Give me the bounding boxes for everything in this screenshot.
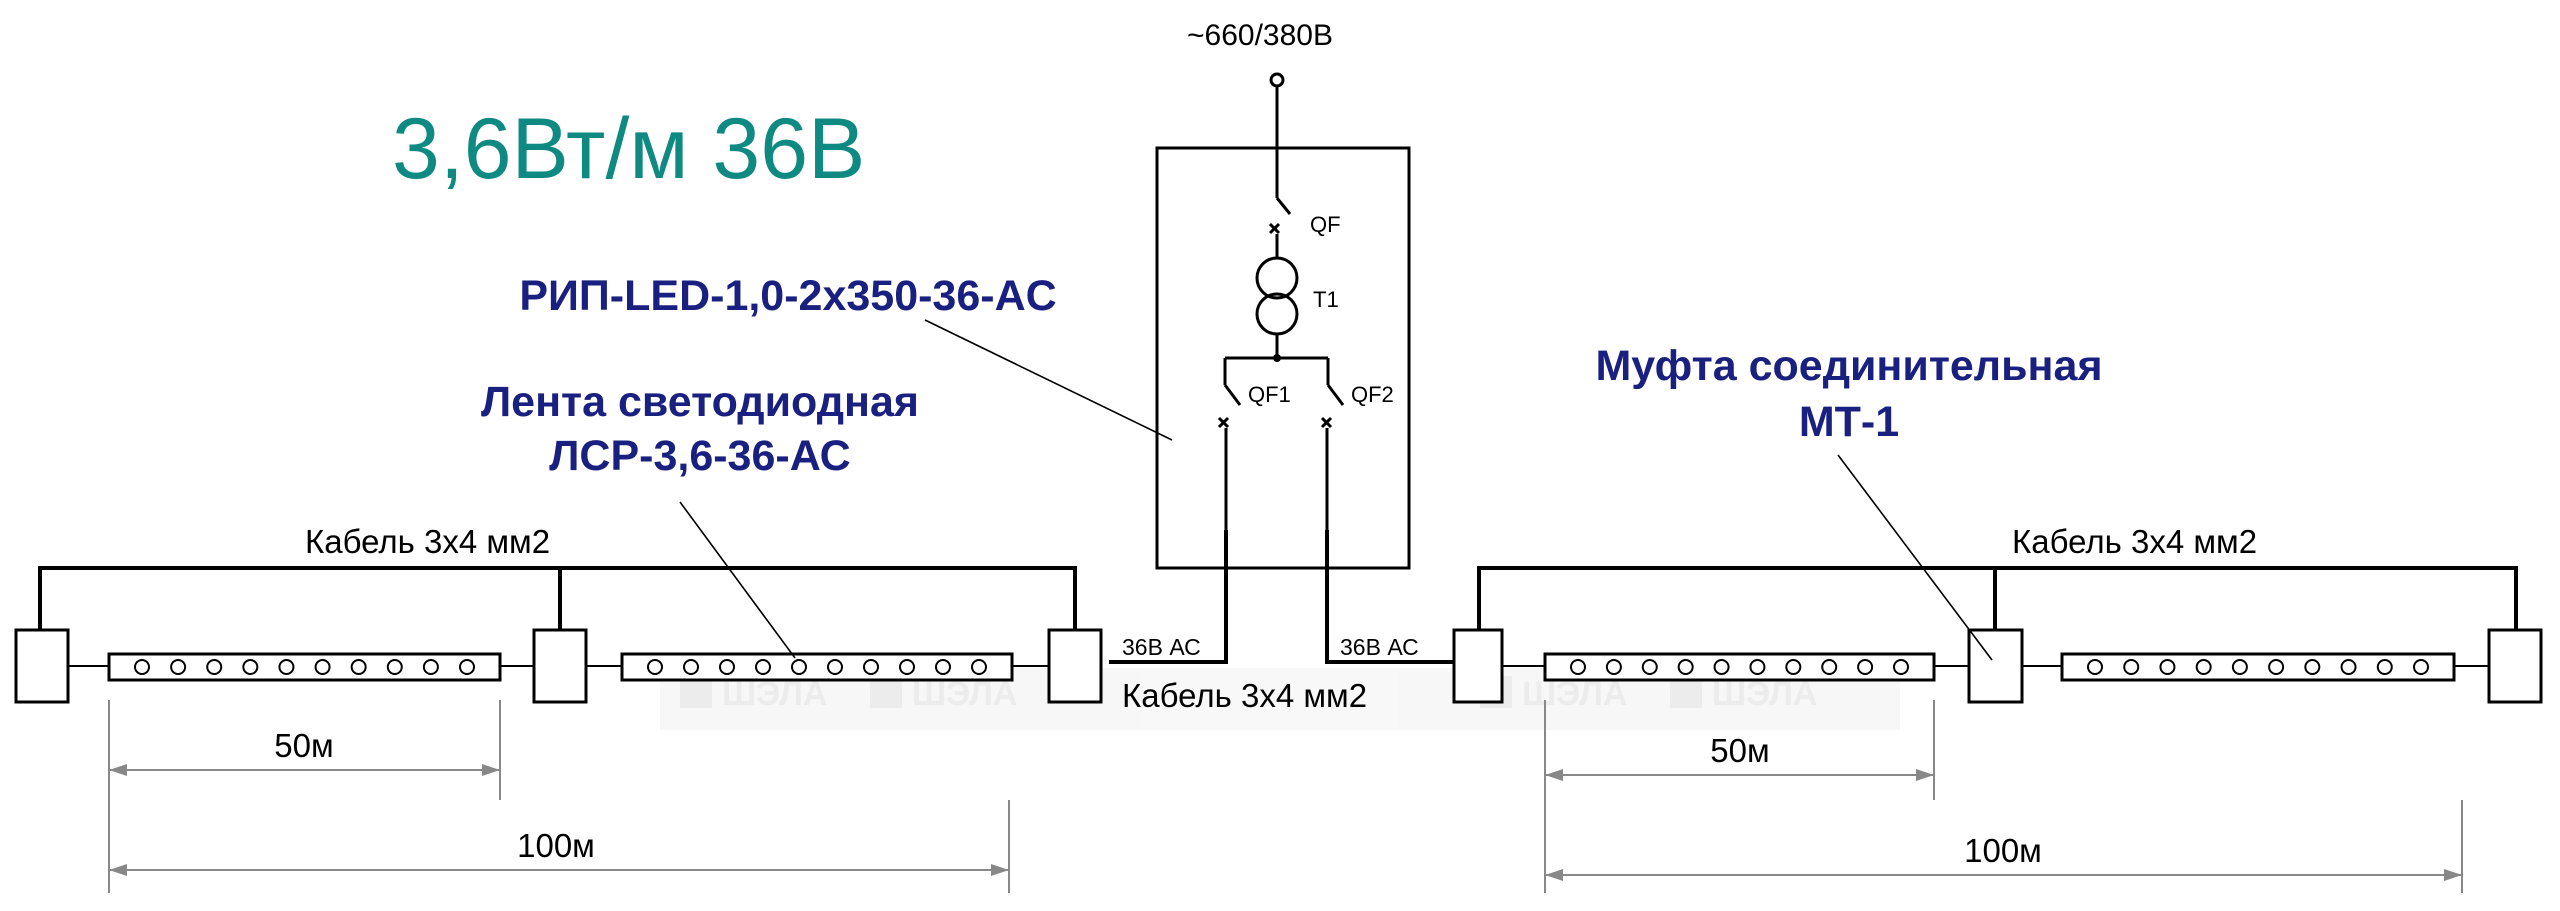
led-diode — [2087, 659, 2103, 675]
led-diode — [350, 659, 367, 675]
center-cable-label: Кабель 3x4 мм2 — [1122, 677, 1367, 714]
led-diode — [899, 659, 915, 675]
led-diode — [206, 659, 223, 675]
left-bus-cable-label: Кабель 3x4 мм2 — [305, 523, 550, 560]
led-diode — [459, 659, 475, 675]
coupler-label-line2: МТ-1 — [1799, 398, 1899, 446]
branch-breaker-2-label: QF2 — [1351, 382, 1394, 407]
led-diode — [2195, 659, 2212, 675]
led-diode — [2231, 659, 2248, 675]
led-strip — [107, 652, 502, 682]
feed-box-left — [1047, 628, 1103, 704]
end-box — [14, 628, 70, 704]
led-diode — [2413, 659, 2429, 675]
led-diode — [1677, 659, 1694, 675]
power-unit-box — [1155, 146, 1411, 570]
led-diode — [647, 659, 663, 675]
supply-terminal — [1269, 72, 1285, 88]
led-diode — [422, 659, 439, 675]
led-diode — [719, 659, 735, 675]
left-feed-line — [1109, 530, 1228, 664]
led-diode — [935, 659, 951, 675]
dimension-lines — [108, 700, 2463, 893]
led-strips — [107, 652, 2456, 682]
led-diode — [971, 659, 987, 675]
branch-breaker-1 — [1217, 358, 1242, 530]
led-diode — [2340, 659, 2357, 675]
led-strip — [2060, 652, 2456, 682]
strip-label-line2: ЛСР-3,6-36-АС — [549, 432, 851, 480]
led-diode — [1893, 659, 1909, 675]
left-voltage-tag: 36В АС — [1122, 634, 1201, 660]
power-unit-label: РИП-LED-1,0-2x350-36-AC — [519, 272, 1056, 320]
branch-breaker-2 — [1320, 358, 1345, 530]
transformer-label: T1 — [1313, 287, 1339, 312]
led-diode — [242, 659, 259, 675]
right-total-length: 100м — [1964, 832, 2042, 869]
led-diode — [2123, 659, 2140, 675]
coupler-label-line1: Муфта соединительная — [1595, 342, 2102, 390]
transformer-primary — [1255, 256, 1299, 300]
left-total-length: 100м — [517, 827, 595, 864]
led-diode — [827, 659, 843, 675]
main-breaker-label: QF — [1310, 212, 1341, 237]
strip-label-line1: Лента светодиодная — [481, 378, 919, 426]
feed-box-right — [1452, 628, 1504, 704]
led-strip — [1543, 652, 1936, 682]
led-diode — [278, 659, 295, 675]
led-diode — [683, 659, 699, 675]
led-diode — [1641, 659, 1658, 675]
main-breaker — [1268, 197, 1292, 258]
left-bus-cable — [38, 566, 1077, 630]
diagram-title: 3,6Вт/м 36В — [392, 101, 865, 197]
left-segment-length: 50м — [274, 727, 333, 764]
led-diode — [755, 659, 771, 675]
led-diode — [1821, 659, 1838, 675]
right-bus-cable-label: Кабель 3x4 мм2 — [2012, 523, 2257, 560]
supply-voltage-label: ~660/380В — [1187, 19, 1333, 52]
right-bus-cable — [1477, 566, 2518, 630]
led-diode — [1749, 659, 1766, 675]
leader-lines — [679, 319, 1993, 661]
right-voltage-tag: 36В АС — [1340, 634, 1419, 660]
led-diode — [134, 659, 150, 675]
led-diode — [2304, 659, 2321, 675]
led-diode — [2376, 659, 2393, 675]
end-box — [2487, 628, 2543, 704]
led-diode — [791, 659, 807, 675]
led-diode — [170, 659, 187, 675]
led-diode — [2268, 659, 2285, 675]
transformer-secondary — [1255, 292, 1299, 336]
led-diode — [1570, 659, 1586, 675]
right-feed-line — [1325, 530, 1458, 664]
led-diode — [1857, 659, 1874, 675]
led-diode — [863, 659, 879, 675]
led-diode — [1785, 659, 1802, 675]
led-diode — [1713, 659, 1730, 675]
right-segment-length: 50м — [1710, 732, 1769, 769]
led-diode — [386, 659, 403, 675]
led-diode — [314, 659, 331, 675]
led-diode — [2159, 659, 2176, 675]
led-strip — [620, 652, 1014, 682]
led-diode — [1605, 659, 1622, 675]
branch-breaker-1-label: QF1 — [1248, 382, 1291, 407]
coupler-box — [532, 628, 588, 704]
